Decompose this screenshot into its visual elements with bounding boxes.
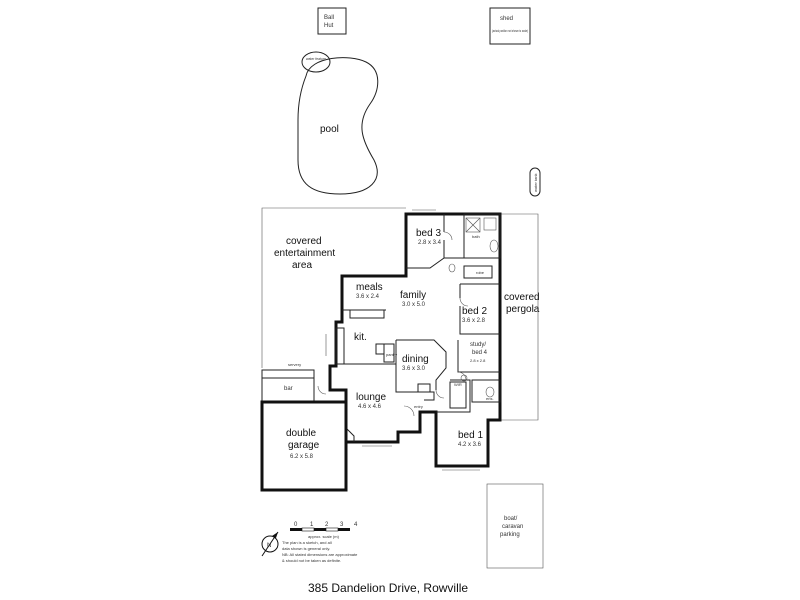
shed-label: shed [500, 16, 513, 22]
shed: shed (actual position not shown to scale… [489, 7, 531, 45]
ball-hut-label-1: Ball [324, 15, 334, 21]
entry-label: entry [414, 404, 423, 409]
scale-bar: 0 1 2 3 4 approx. scale (m) The plan is … [282, 522, 358, 563]
scale-caption: approx. scale (m) [308, 534, 340, 539]
bed3-dim: 2.8 x 3.4 [418, 240, 442, 246]
bar-label: bar [284, 386, 293, 392]
kitchen-label: kit. [354, 332, 367, 343]
meals-dim: 3.6 x 2.4 [356, 294, 380, 300]
meals-label: meals [356, 282, 383, 293]
pergola-label-1: covered [504, 292, 540, 303]
bath-label: bath [472, 234, 480, 239]
disclaimer-2: data shown is general only. [282, 546, 330, 551]
lounge-label: lounge [356, 392, 386, 403]
garage-label-2: garage [288, 440, 320, 451]
wir-label: WIR [454, 382, 462, 387]
pool: water feature pool [297, 51, 379, 195]
disclaimer-1: The plan is a sketch, and all [282, 540, 332, 545]
house-walls [317, 209, 502, 471]
scale-tick-0: 0 [294, 522, 298, 528]
pergola-label-2: pergola [506, 304, 540, 315]
entertainment-label-1: covered [286, 236, 322, 247]
pool-label: pool [320, 124, 339, 135]
study-label-2: bed 4 [472, 350, 488, 356]
address: 385 Dandelion Drive, Rowville [308, 581, 468, 595]
bed2-label: bed 2 [462, 306, 487, 317]
scale-tick-3: 3 [340, 522, 344, 528]
parking-label-1: boat/ [504, 516, 518, 522]
parking-label-3: parking [500, 532, 520, 538]
family-dim: 3.0 x 5.0 [402, 302, 426, 308]
parking-label-2: caravan [502, 524, 523, 530]
north-arrow-icon: N [261, 531, 279, 557]
covered-entertainment-area: covered entertainment area [261, 207, 406, 368]
double-garage: double garage 6.2 x 5.8 [260, 400, 348, 492]
bed2-dim: 3.6 x 2.8 [462, 318, 486, 324]
dining-dim: 3.6 x 3.0 [402, 366, 426, 372]
bed1-dim: 4.2 x 3.6 [458, 442, 482, 448]
scale-tick-1: 1 [310, 522, 314, 528]
scale-tick-2: 2 [325, 522, 329, 528]
ball-hut-label-2: Hut [324, 23, 334, 29]
study-label-1: study/ [470, 342, 486, 348]
robe-label: robe [476, 270, 485, 275]
lounge-dim: 4.6 x 4.6 [358, 404, 382, 410]
boat-caravan-parking: boat/ caravan parking [486, 483, 544, 569]
ensuite-label: ens. [486, 396, 494, 401]
water-tank: water tank [529, 167, 541, 197]
shed-note: (actual position not shown to scale) [492, 28, 528, 33]
servery-label: servery [288, 362, 301, 367]
entertainment-label-3: area [292, 260, 312, 271]
water-tank-label: water tank [533, 174, 538, 192]
disclaimer-3: NB: All stated dimensions are approximat… [282, 552, 358, 557]
water-feature-label: water feature [306, 56, 327, 61]
bed1-label: bed 1 [458, 430, 483, 441]
bar: servery bar [261, 362, 315, 403]
bed3-label: bed 3 [416, 228, 441, 239]
dining-label: dining [402, 354, 429, 365]
north-label: N [267, 543, 271, 549]
study-dim: 2.8 x 2.8 [470, 358, 486, 363]
pantry-label: pantry [386, 352, 397, 357]
covered-pergola: covered pergola [500, 213, 540, 421]
garage-dim: 6.2 x 5.8 [290, 454, 314, 460]
scale-tick-4: 4 [354, 522, 358, 528]
family-label: family [400, 290, 426, 301]
entertainment-label-2: entertainment [274, 248, 335, 259]
disclaimer-4: & should not be taken as definite. [282, 558, 341, 563]
ball-hut: Ball Hut [317, 7, 347, 35]
garage-label-1: double [286, 428, 316, 439]
